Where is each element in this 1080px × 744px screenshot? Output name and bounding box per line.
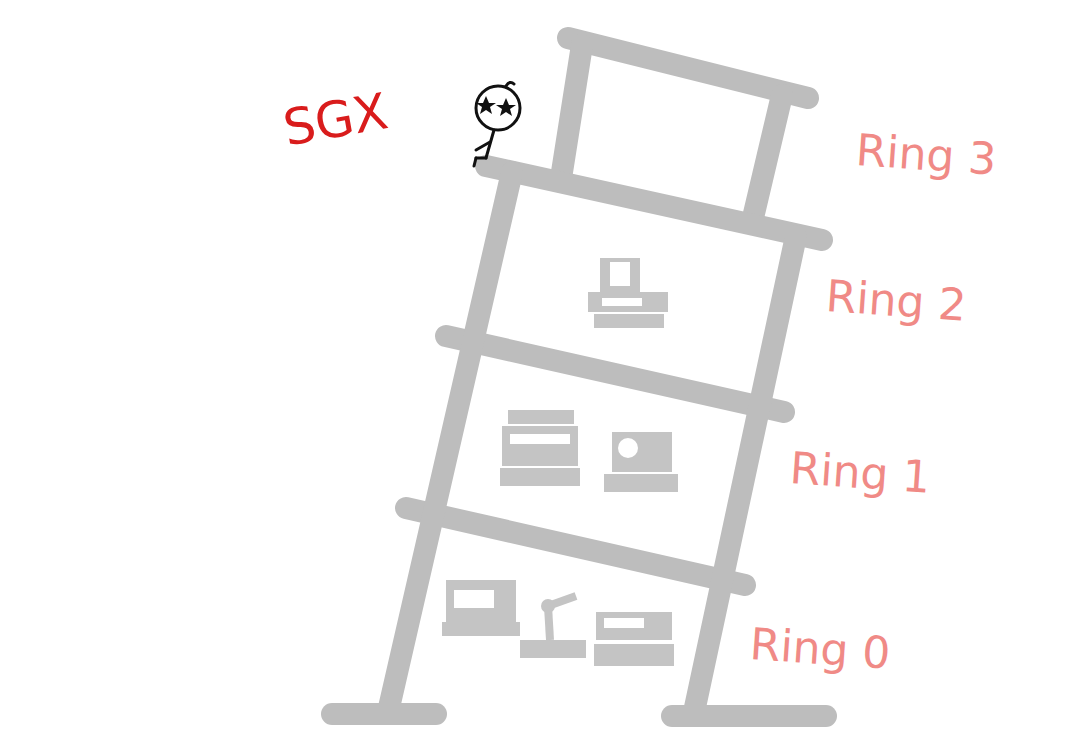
ring-label: Ring 3 bbox=[854, 128, 997, 182]
ring-label: Ring 1 bbox=[788, 446, 931, 500]
machine-icon bbox=[442, 580, 674, 666]
ring-label: Ring 2 bbox=[824, 274, 967, 328]
stick-figure bbox=[474, 82, 520, 166]
machine-icon bbox=[588, 258, 668, 328]
machine-icon bbox=[500, 410, 678, 492]
ring-label: Ring 0 bbox=[748, 622, 891, 676]
sgx-label: SGX bbox=[280, 86, 392, 153]
star-sunglasses bbox=[476, 96, 516, 116]
